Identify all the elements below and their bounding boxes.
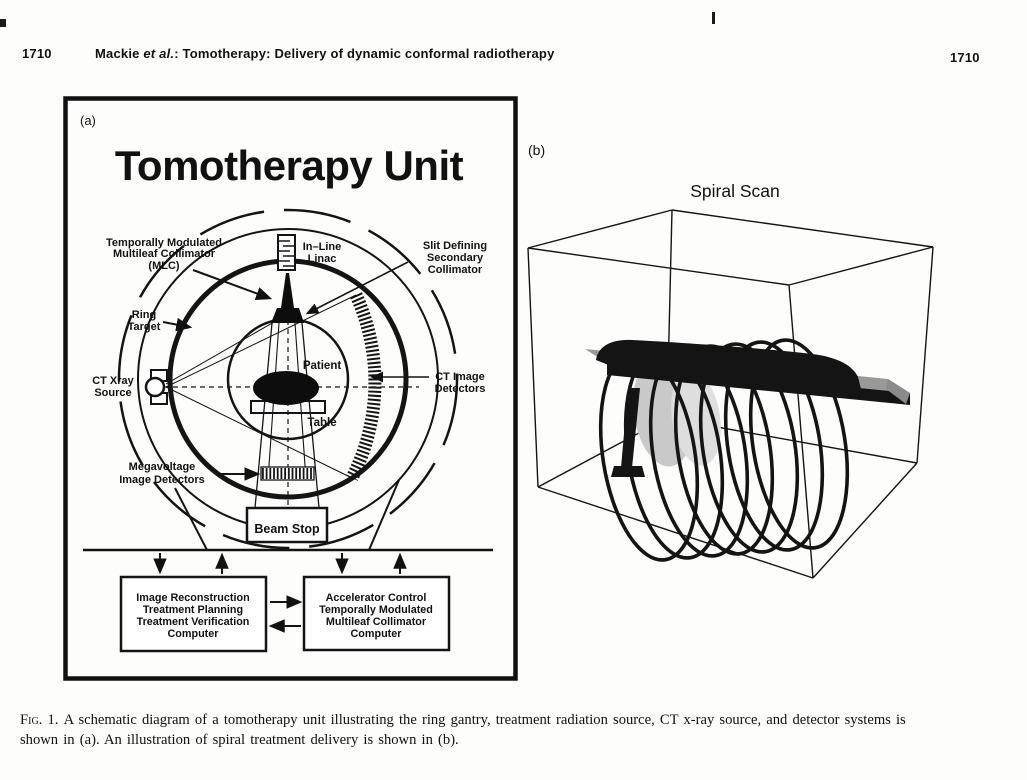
computer-box-left [119,575,268,653]
target-spike [281,273,294,308]
running-title-rest: : Tomotherapy: Delivery of dynamic confo… [174,46,555,61]
panel-label-a: (a) [80,113,96,128]
slit-label-1: Slit Defining [423,240,487,252]
computer-left-line-4: Computer [168,628,220,640]
mv-detector-bar [260,466,315,481]
computer-blocks: Image Reconstruction Treatment Planning … [119,552,451,653]
ct-detector-label-2: Detectors [435,383,486,395]
computer-right-line-1: Accelerator Control [326,592,427,604]
computer-right-line-3: Multileaf Collimator [326,616,427,628]
panel-label-b: (b) [528,142,545,158]
linac-assembly [271,234,304,323]
running-title-etal: et al. [143,46,175,61]
data-flow-arrows [153,552,407,633]
box-edge [916,246,934,464]
mlc-label-1: Temporally Modulated [106,237,222,249]
ring-target-leader [162,317,193,332]
patient-body [596,339,861,389]
spiral-coil [748,338,850,550]
figure-a-diagram: Beam Stop Temporally Modulated Multileaf… [63,96,518,681]
floor-and-pedestal [83,479,493,552]
mlc-leader [192,269,273,300]
pillar-base [611,466,645,477]
scan-artifact [712,12,715,24]
caption-fig-label: Fig. 1. [20,712,59,728]
computer-box-right [302,575,451,652]
caption-line-1: Fig. 1. A schematic diagram of a tomothe… [20,711,1012,731]
ring-target-label-1: Ring [132,309,156,321]
page-number-left: 1710 [22,46,52,61]
spiral-coil [598,350,700,562]
mlc-label-3: (MLC) [148,260,179,272]
ct-fan-to-target [165,313,289,385]
linac-waveguide-fins [279,240,294,267]
figure-caption: Fig. 1. A schematic diagram of a tomothe… [20,711,1012,750]
box-edge [527,209,673,249]
coil-shading-disc-2 [671,370,721,466]
mlc-label-2: Multileaf Collimator [113,248,216,260]
mlc-block [271,308,304,323]
beam-stop-label: Beam Stop [254,522,320,536]
caption-line-1-text: A schematic diagram of a tomotherapy uni… [63,712,906,728]
ct-source-label-1: CT Xray [92,375,134,387]
beam-stop: Beam Stop [245,506,329,544]
ct-source-label-2: Source [94,387,131,399]
box-edge [671,209,934,248]
computer-left-line-3: Treatment Verification [137,616,250,628]
beam-stop-box [245,506,329,544]
figure-b-diagram: (b) Spiral Scan [527,142,934,579]
component-labels: Temporally Modulated Multileaf Collimato… [92,237,487,486]
ct-detector-arc [346,292,382,481]
table-label: Table [307,417,336,429]
patient-ellipse [253,371,319,405]
figure-a-title: Tomotherapy Unit [115,142,464,189]
spiral-coil [723,340,825,552]
ct-detector-label-1: CT Image [435,371,485,383]
patient-label: Patient [303,360,342,372]
box-edge [812,462,918,579]
box-edge [788,246,934,286]
ct-source-tube [144,376,166,398]
box-edge [527,247,790,286]
running-title-author: Mackie [95,46,144,61]
couch-end-wedge [886,379,910,404]
mv-detector-label-1: Megavoltage [129,461,196,473]
scan-artifact [0,19,6,27]
slit-label-3: Collimator [428,264,483,276]
spiral-trajectory [598,338,850,562]
ct-fan-bottom [165,386,353,479]
computer-left-line-1: Image Reconstruction [136,592,249,604]
ring-target-label-2: Target [128,321,161,333]
computer-right-line-4: Computer [351,628,403,640]
mv-detector-label-2: Image Detectors [119,474,205,486]
outer-housing-broken-circle [117,208,459,550]
caption-line-2: shown in (a). An illustration of spiral … [20,731,459,748]
computer-right-line-2: Temporally Modulated [319,604,433,616]
computer-left-line-2: Treatment Planning [143,604,243,616]
pedestal-leg-right [368,479,400,551]
figure-a-frame [63,96,518,681]
linac-label-2: Linac [308,253,337,265]
page-number-right: 1710 [950,50,980,65]
slit-collimator-leader [305,261,409,315]
box-edge [537,486,814,579]
box-edge-front-vertical [788,284,814,579]
ct-fan-top [165,294,357,388]
spiral-coil [623,348,725,560]
box-edge [527,247,539,488]
figure-b-title: Spiral Scan [690,181,780,201]
leader-arrows [162,261,429,481]
mv-fan-right [301,322,320,509]
spiral-coil [698,342,800,554]
linac-label-1: In–Line [303,241,342,253]
spiral-coil [673,344,775,556]
ct-source [144,369,168,405]
pedestal-leg-left [174,487,208,551]
slit-label-2: Secondary [427,252,484,264]
running-title: Mackie et al.: Tomotherapy: Delivery of … [95,46,555,61]
spiral-coil [648,346,750,558]
